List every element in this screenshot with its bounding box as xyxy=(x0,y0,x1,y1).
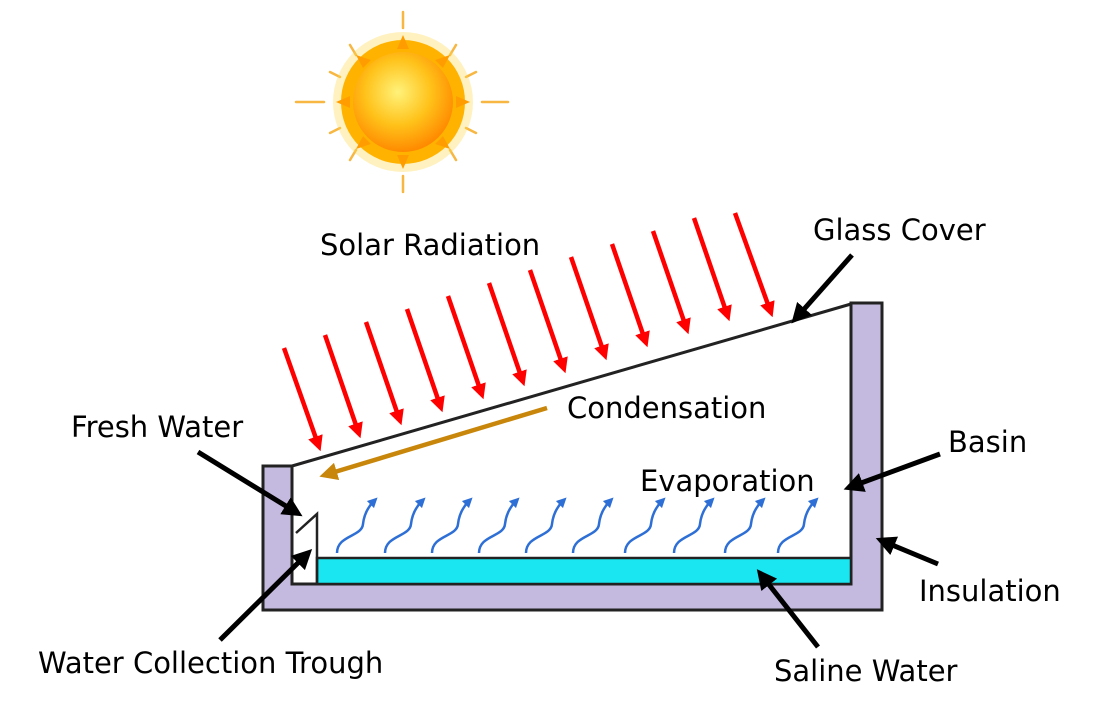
radiation-arrow xyxy=(404,308,445,413)
trough-pointer xyxy=(218,548,313,642)
radiation-arrow xyxy=(732,212,775,318)
pointer-arrows xyxy=(196,253,941,649)
water-collection-trough xyxy=(295,511,319,584)
evaporation-arrows xyxy=(335,497,819,554)
radiation-arrow xyxy=(568,256,609,361)
glass-cover xyxy=(291,302,852,468)
evaporation-arrow xyxy=(430,497,473,554)
evaporation-arrow xyxy=(776,497,819,554)
radiation-arrow xyxy=(445,295,486,400)
radiation-arrow xyxy=(281,347,323,452)
evaporation-arrow xyxy=(623,497,666,554)
basin-pointer xyxy=(843,451,941,492)
label-basin: Basin xyxy=(948,425,1027,459)
label-fresh-water: Fresh Water xyxy=(71,410,243,444)
saline-water xyxy=(315,556,853,586)
radiation-arrow xyxy=(486,282,527,387)
saline-water-pointer xyxy=(756,569,820,649)
label-water-collection-trough: Water Collection Trough xyxy=(38,646,383,680)
radiation-arrow xyxy=(650,230,691,335)
fresh-water-pointer xyxy=(196,449,303,517)
evaporation-arrow xyxy=(672,497,715,554)
radiation-arrow xyxy=(609,243,650,348)
condensation-arrow xyxy=(319,405,548,481)
label-condensation: Condensation xyxy=(567,391,766,425)
radiation-arrow xyxy=(691,217,732,322)
label-evaporation: Evaporation xyxy=(640,464,815,498)
evaporation-arrow xyxy=(571,497,614,554)
evaporation-arrow xyxy=(477,497,520,554)
radiation-arrow xyxy=(322,334,363,439)
label-solar-radiation: Solar Radiation xyxy=(320,228,540,262)
radiation-arrow xyxy=(363,321,404,426)
label-saline-water: Saline Water xyxy=(774,654,958,688)
glass-cover-pointer xyxy=(791,253,854,324)
radiation-arrow xyxy=(527,269,568,374)
label-glass-cover: Glass Cover xyxy=(813,213,986,247)
evaporation-arrow xyxy=(723,497,766,554)
evaporation-arrow xyxy=(335,497,378,554)
evaporation-arrow xyxy=(524,497,567,554)
sun-icon xyxy=(294,10,510,194)
evaporation-arrow xyxy=(383,497,426,554)
label-insulation: Insulation xyxy=(919,574,1061,608)
insulation-pointer xyxy=(875,536,939,567)
solar-radiation-arrows xyxy=(281,212,775,452)
